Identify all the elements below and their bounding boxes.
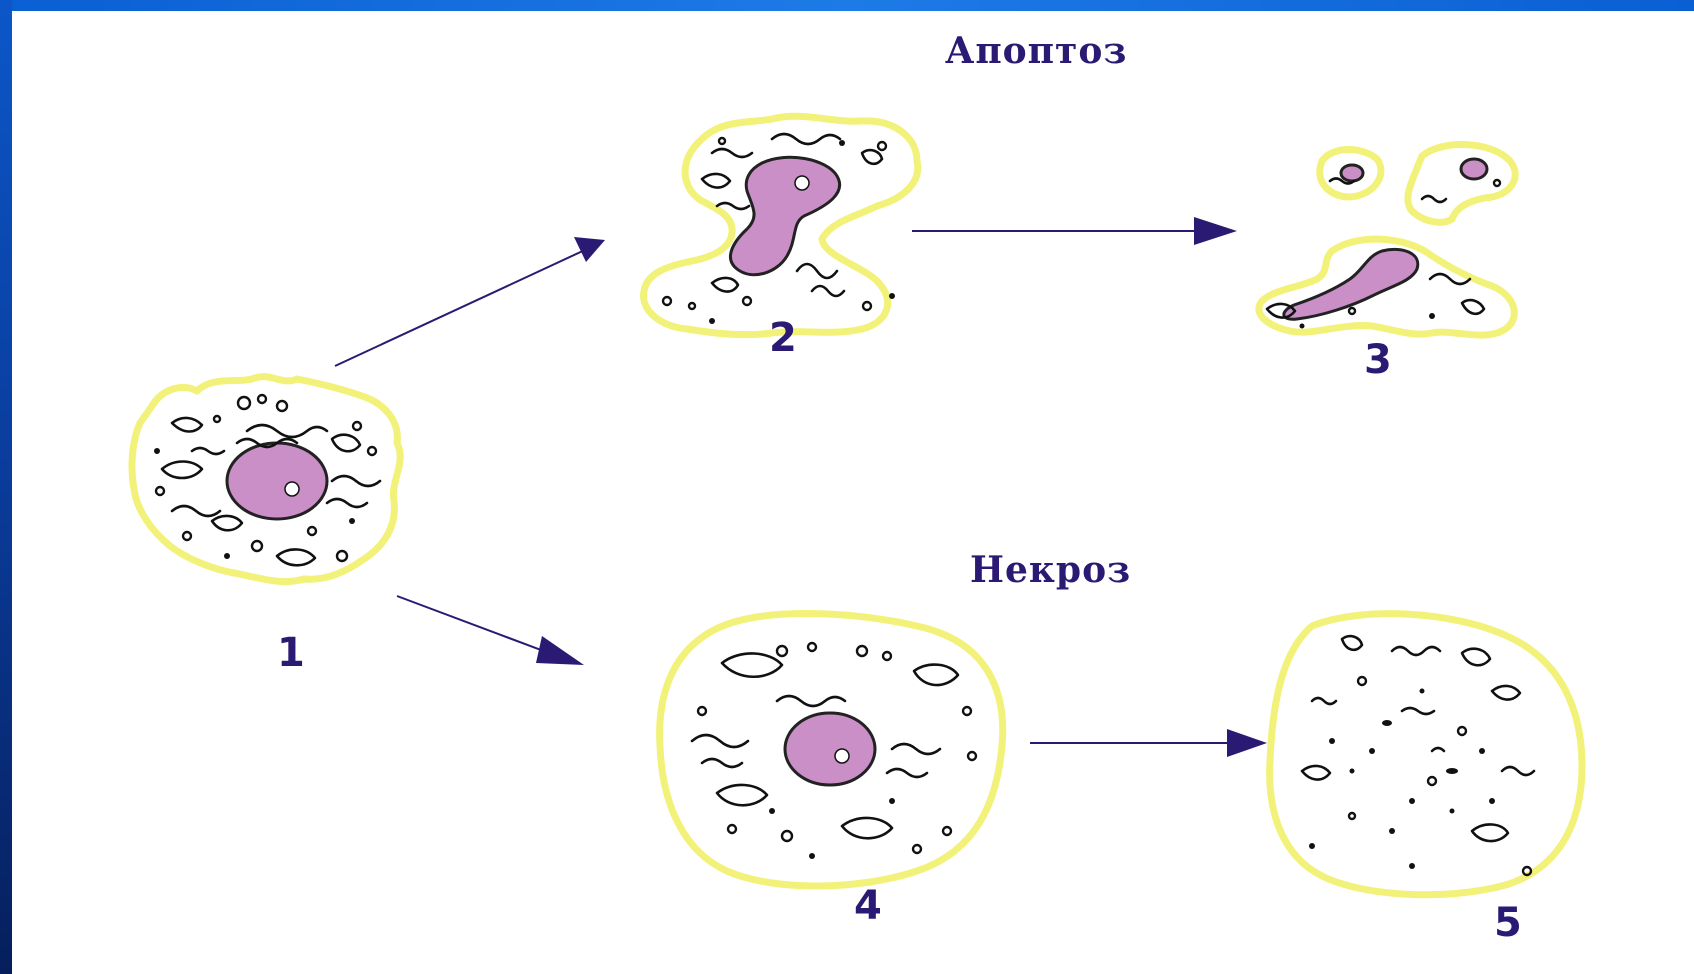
cell-3-body-medium-nucleus — [1461, 159, 1487, 179]
cell-death-diagram: Апоптоз Некроз — [12, 11, 1694, 974]
cell-2-apoptotic-budding — [644, 116, 918, 334]
heading-necrosis: Некроз — [970, 549, 1131, 591]
arrow-4-to-5 — [1030, 729, 1267, 757]
cell-1-nucleus — [227, 443, 327, 519]
cell-3-apoptotic-bodies — [1259, 145, 1515, 336]
cell-1-normal — [132, 377, 400, 582]
diagram-panel: Апоптоз Некроз — [12, 11, 1694, 974]
left-frame-stripe — [0, 0, 12, 974]
cell-4-nucleus — [785, 713, 875, 785]
stage-label-3: 3 — [1364, 337, 1392, 383]
cell-2-nucleolus — [795, 176, 809, 190]
top-frame-stripe — [0, 0, 1694, 11]
cell-1-nucleolus — [285, 482, 299, 496]
cell-3-body-small-nucleus — [1341, 165, 1363, 181]
arrow-2-to-3 — [912, 217, 1237, 245]
cell-4-nucleolus — [835, 749, 849, 763]
cell-4-necrotic-swollen — [660, 614, 1003, 887]
heading-apoptosis: Апоптоз — [945, 30, 1127, 72]
stage-label-5: 5 — [1494, 900, 1522, 946]
cell-5-necrotic-lysed — [1270, 614, 1582, 895]
arrow-1-to-2 — [335, 237, 605, 366]
stage-label-4: 4 — [854, 883, 882, 929]
stage-label-1: 1 — [277, 630, 305, 676]
arrow-1-to-4 — [397, 596, 584, 665]
cell-5-membrane — [1270, 614, 1582, 895]
stage-label-2: 2 — [769, 315, 797, 361]
